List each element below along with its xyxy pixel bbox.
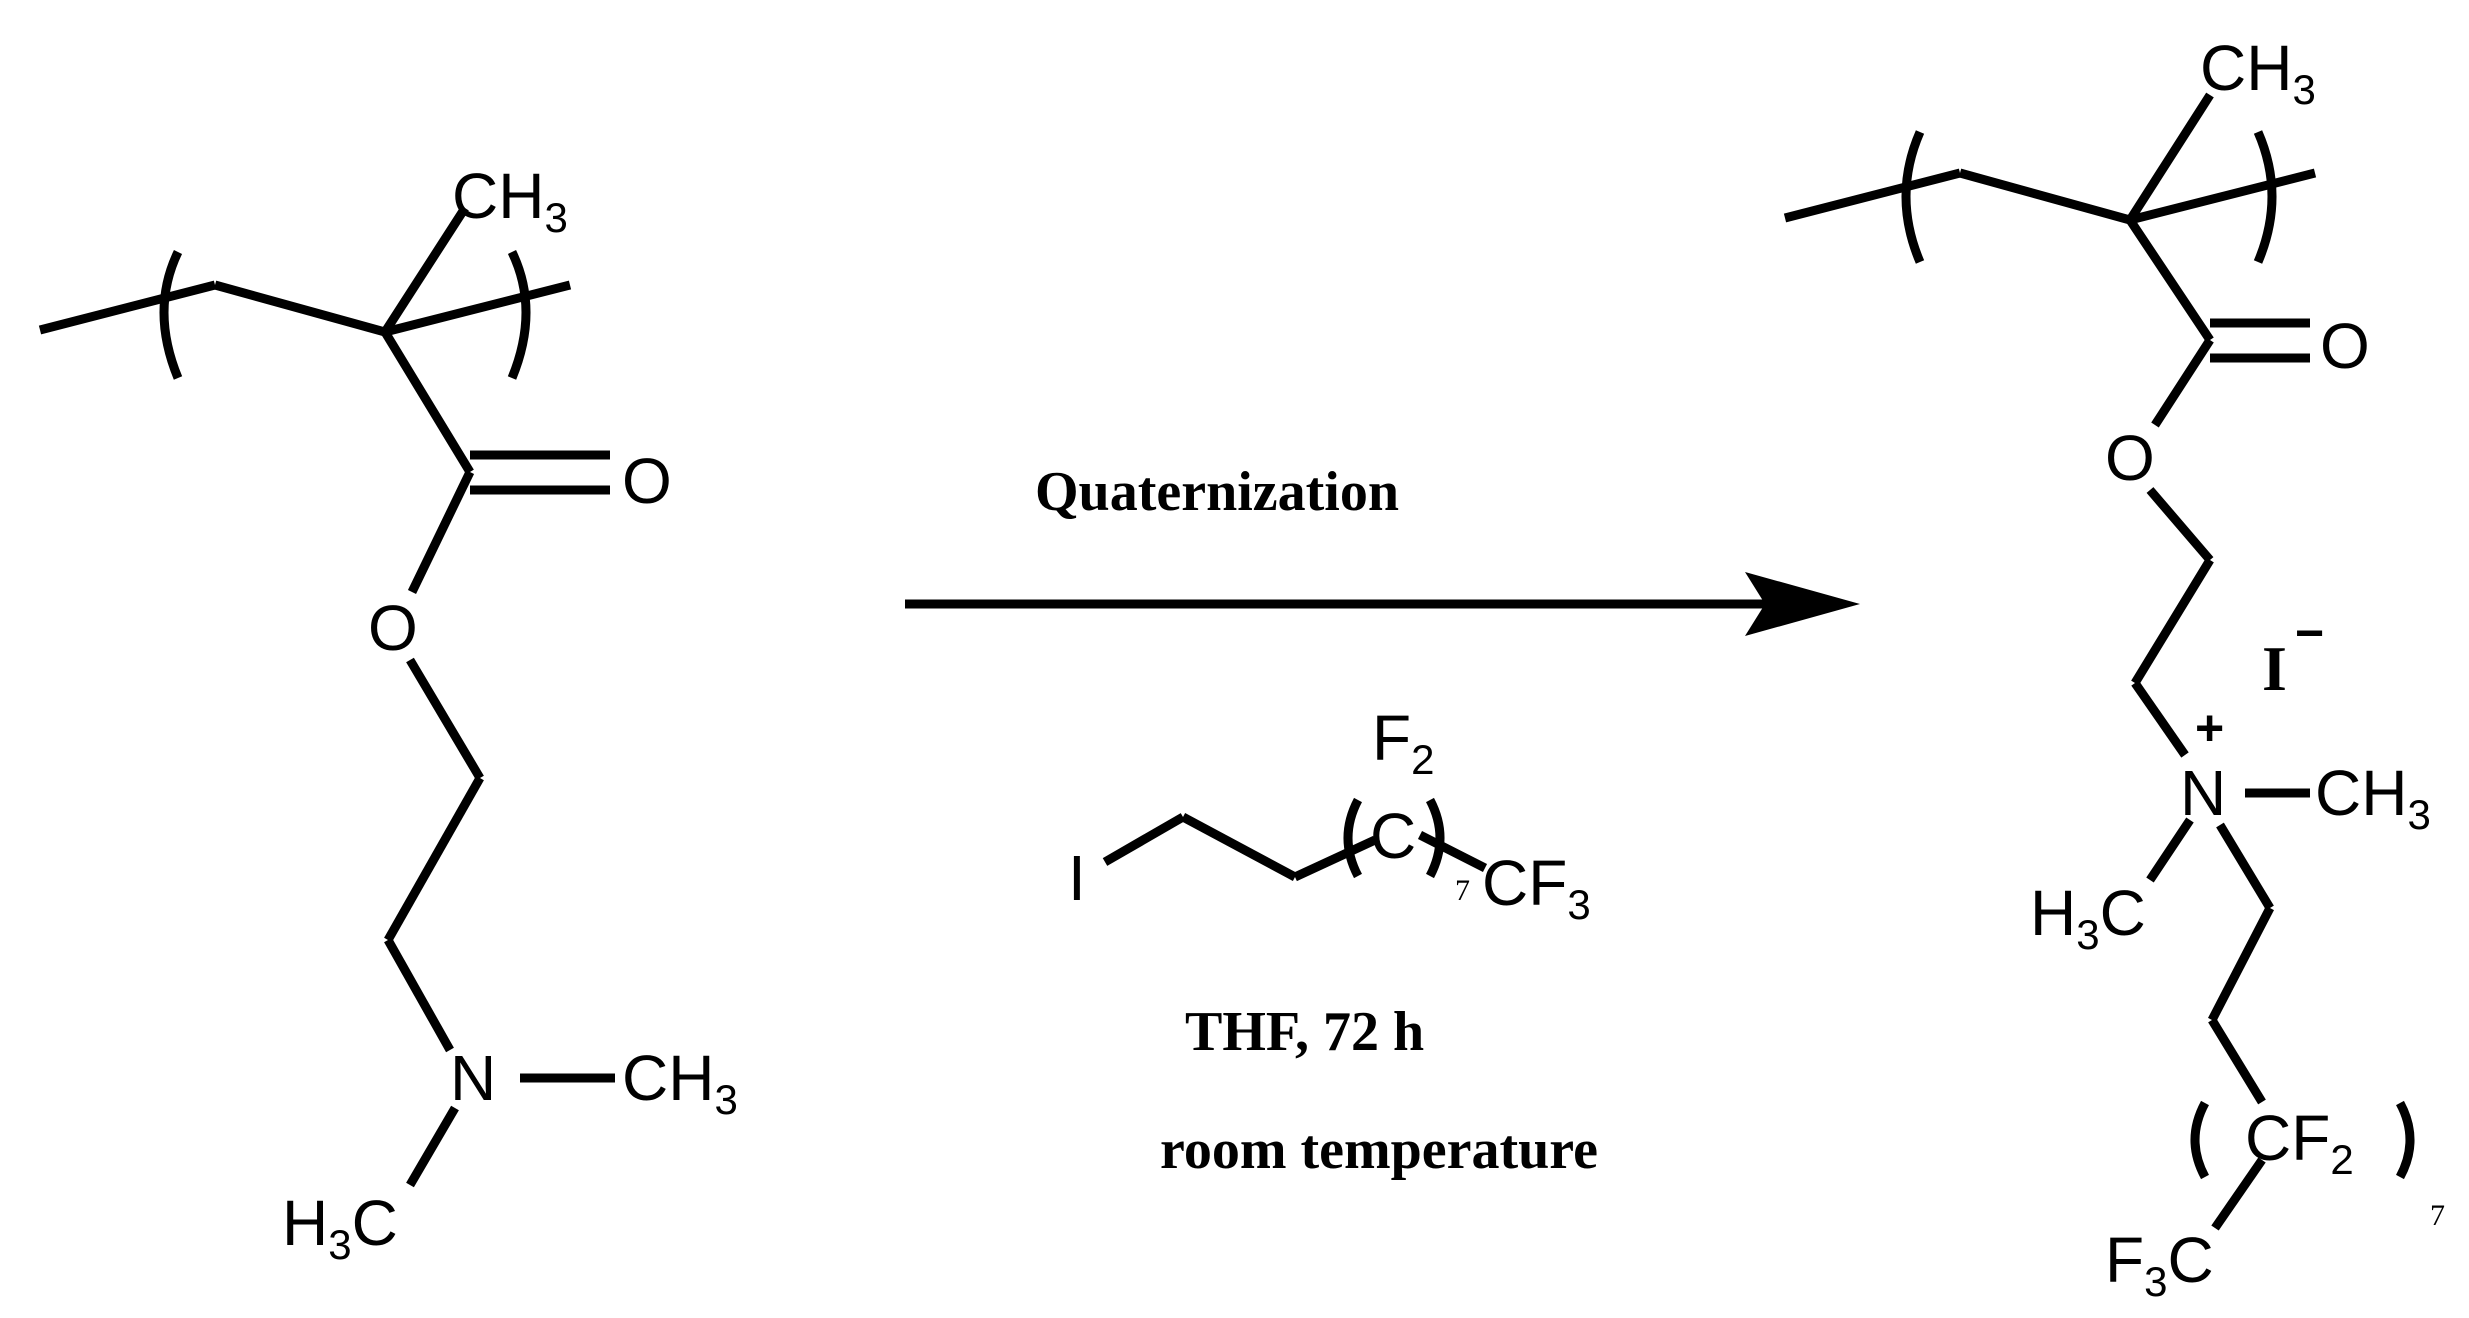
n-methyl-left-bond xyxy=(406,1105,459,1188)
nitrogen-label: N xyxy=(450,1042,496,1114)
methyl-bond xyxy=(381,205,469,335)
methyl-label: CH3 xyxy=(452,160,568,241)
carbonyl-oxygen-label: O xyxy=(622,445,672,517)
product-bracket-left xyxy=(1901,130,1925,264)
reagent-iodine-label: I xyxy=(1068,842,1086,914)
reagent-cf2-fluorine-label: F2 xyxy=(1372,702,1434,783)
condition-temperature: room temperature xyxy=(1160,1119,1598,1181)
backbone-right-bond xyxy=(383,280,572,337)
product-bracket-right xyxy=(2253,130,2277,264)
reaction-label: Quaternization xyxy=(1035,461,1399,523)
n-methyl-right-label: CH3 xyxy=(622,1042,738,1123)
product-tail-bracket-right xyxy=(2395,1100,2415,1180)
product-ester-o-bond xyxy=(2151,337,2214,428)
product-cf2-cf3-bond xyxy=(2211,1157,2266,1231)
reaction-arrow-group: Quaternization xyxy=(905,461,1860,636)
reagent-i-ch2-bond xyxy=(1102,813,1186,866)
reagent-repeat-count: 7 xyxy=(1455,874,1470,907)
n-methyl-left-label: H3C xyxy=(282,1187,398,1268)
repeat-bracket-left xyxy=(159,250,183,380)
carbonyl-carbon-bond xyxy=(381,329,474,475)
product-cf3-label: F3C xyxy=(2105,1224,2214,1305)
product-backbone-right-bond xyxy=(2128,168,2317,225)
nitrogen-charge: + xyxy=(2195,700,2224,756)
reagent-cf2-cf3-bond xyxy=(1417,830,1488,873)
product-methyl-bond xyxy=(2126,92,2214,223)
reagent-bracket-right xyxy=(1425,797,1445,879)
reactant-structure: CH3 O O N CH3 H3C xyxy=(38,160,738,1268)
reagent-bracket-left xyxy=(1343,797,1363,879)
reagent-structure: I C F2 7 CF3 xyxy=(1068,702,1591,928)
ch2-ch2-bond xyxy=(384,775,484,943)
product-backbone-left-bond xyxy=(1783,168,1962,223)
reagent-ch2-ch2-bond xyxy=(1180,813,1298,881)
counter-ion-charge: − xyxy=(2295,605,2324,661)
product-n-methyl-right-label: CH3 xyxy=(2315,757,2431,838)
product-ch2-ch2-b-bond xyxy=(2208,905,2274,1023)
backbone-ch2-bond xyxy=(213,280,387,337)
product-backbone-ch2-bond xyxy=(1958,168,2132,225)
repeat-bracket-right xyxy=(507,250,531,380)
product-cf2-label: CF2 xyxy=(2245,1102,2354,1183)
backbone-left-bond xyxy=(38,280,217,335)
product-ester-oxygen-label: O xyxy=(2105,422,2155,494)
ch2-n-bond xyxy=(384,937,454,1053)
product-n-methyl-left-bond xyxy=(2146,817,2194,883)
o-ch2-bond xyxy=(406,657,484,781)
ester-o-bond xyxy=(407,470,475,594)
reaction-arrow-head xyxy=(1745,572,1860,636)
counter-ion-label: I xyxy=(2262,633,2287,704)
product-structure: CH3 O O I − + N CH3 H3C CF2 7 F3C xyxy=(1783,32,2445,1305)
product-nitrogen-label: N xyxy=(2180,757,2226,829)
product-ch2-n-bond xyxy=(2131,680,2189,758)
product-n-ch2-bond xyxy=(2216,822,2274,911)
product-n-methyl-left-label: H3C xyxy=(2030,877,2146,958)
ester-oxygen-label: O xyxy=(368,592,418,664)
reagent-ch2-cf2-bond xyxy=(1293,835,1377,882)
product-carbonyl-oxygen-label: O xyxy=(2320,310,2370,382)
product-repeat-count: 7 xyxy=(2430,1199,2445,1232)
condition-solvent-time: THF, 72 h xyxy=(1185,1001,1424,1063)
product-tail-bracket-left xyxy=(2190,1100,2210,1180)
product-carbonyl-carbon-bond xyxy=(2126,217,2214,343)
reagent-cf2-carbon-label: C xyxy=(1370,800,1416,872)
reagent-cf3-label: CF3 xyxy=(1482,847,1591,928)
product-ch2-ch2-bond xyxy=(2131,557,2214,686)
product-ch2-cf2-bond xyxy=(2208,1017,2266,1105)
product-methyl-label: CH3 xyxy=(2200,32,2316,113)
product-o-ch2-bond xyxy=(2146,487,2214,563)
